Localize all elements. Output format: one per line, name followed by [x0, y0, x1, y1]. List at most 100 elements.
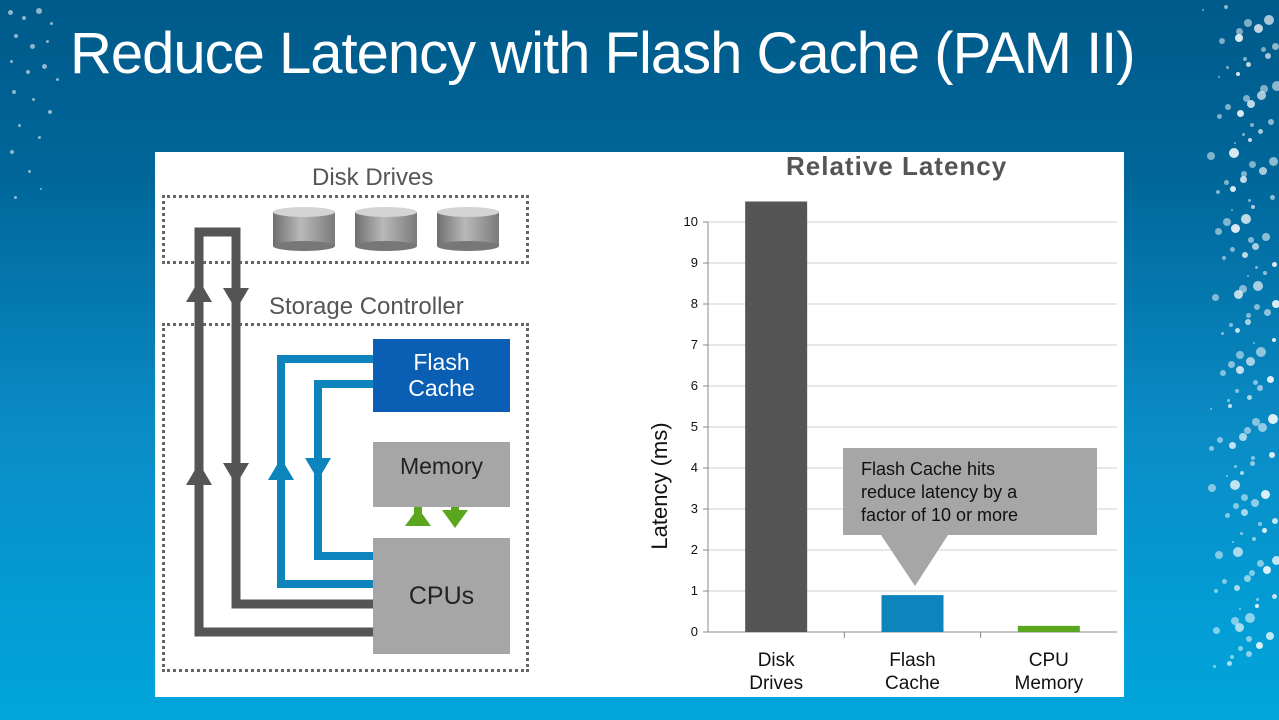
decor-dot [14, 34, 18, 38]
decor-dot [46, 40, 49, 43]
callout-line: Flash Cache hits [861, 459, 995, 479]
decor-dot [1240, 470, 1244, 475]
slide-title: Reduce Latency with Flash Cache (PAM II) [70, 21, 1136, 86]
storage-controller-box [162, 323, 529, 672]
y-tick-label: 0 [691, 624, 698, 639]
decor-dot [1256, 347, 1266, 357]
decor-dot [1215, 227, 1222, 235]
bar [881, 595, 944, 632]
decor-dot [1234, 142, 1236, 144]
decor-dot [1225, 512, 1230, 518]
decor-dot [1246, 636, 1252, 642]
decor-dot [1202, 9, 1204, 11]
y-tick-label: 9 [691, 255, 698, 270]
decor-dot [1253, 341, 1255, 344]
decor-dot [1262, 233, 1270, 241]
decor-dot [1252, 417, 1260, 426]
x-tick-label: Flash [889, 650, 935, 671]
decor-dot [1237, 109, 1244, 117]
decor-dot [1269, 451, 1275, 458]
x-tick-label: Disk [758, 650, 795, 671]
decor-dot [1248, 199, 1251, 202]
decor-dot [14, 196, 17, 199]
decor-dot [1254, 303, 1260, 310]
decor-dot [1247, 394, 1252, 400]
decor-dot [1227, 660, 1232, 666]
decor-dot [1239, 607, 1241, 610]
decor-dot [1241, 170, 1247, 177]
decor-dot [1231, 617, 1239, 625]
decor-dot [1272, 594, 1277, 599]
y-tick-label: 8 [691, 296, 698, 311]
decor-dot [1236, 71, 1240, 76]
decor-dot [1244, 18, 1252, 27]
decor-dot [1251, 455, 1255, 460]
decor-dot [1259, 166, 1267, 175]
decor-dot [1272, 299, 1279, 308]
decor-dot [1249, 569, 1255, 576]
decor-dot [1256, 641, 1263, 649]
decor-dot [1272, 337, 1276, 342]
decor-dot [1235, 328, 1240, 333]
right-dot-pattern [1184, 0, 1279, 720]
decor-dot [1257, 385, 1263, 391]
decor-dot [1251, 204, 1255, 209]
decor-dot [1258, 423, 1267, 432]
decor-dot [1256, 598, 1259, 601]
decor-dot [1225, 104, 1231, 110]
decor-dot [1266, 632, 1274, 640]
decor-dot [1215, 550, 1223, 559]
decor-dot [1268, 413, 1278, 424]
decor-dot [1257, 560, 1264, 567]
x-tick-label: Cache [885, 673, 940, 694]
decor-dot [1210, 408, 1212, 410]
decor-dot [8, 10, 13, 15]
decor-dot [1261, 47, 1266, 52]
path-arrows-green [405, 508, 468, 528]
decor-dot [1221, 332, 1224, 335]
decor-dot [42, 64, 47, 69]
decor-dot [1272, 518, 1278, 524]
decor-dot [12, 90, 16, 94]
cpus-label: CPUs [408, 582, 475, 610]
decor-dot [1252, 242, 1259, 250]
decor-dot [1244, 575, 1251, 582]
decor-dot [10, 150, 14, 154]
disk-icon [355, 207, 417, 251]
decor-dot [1246, 62, 1251, 67]
decor-dot [1250, 123, 1254, 127]
path-arrows-dark [186, 280, 249, 485]
decor-dot [1248, 237, 1254, 243]
decor-dot [1212, 294, 1219, 301]
y-axis-label: Latency (ms) [647, 422, 672, 549]
decor-dot [1235, 389, 1239, 393]
decor-dot [1253, 379, 1258, 385]
decor-dot [1251, 499, 1259, 507]
decor-dot [1247, 100, 1255, 108]
decor-dot [1227, 398, 1230, 402]
decor-dot [1264, 14, 1274, 25]
callout-bubble [843, 448, 1097, 586]
flash-cache-label-line2: Cache [408, 375, 475, 401]
decor-dot [1239, 284, 1247, 293]
decor-dot [1241, 493, 1248, 501]
decor-dot [1223, 218, 1231, 226]
decor-dot [1240, 176, 1247, 183]
decor-dot [1209, 446, 1214, 451]
decor-dot [1238, 645, 1243, 651]
decor-dot [1231, 208, 1233, 211]
callout-line: reduce latency by a [861, 482, 1018, 502]
decor-dot [1244, 427, 1251, 434]
decor-dot [30, 44, 35, 49]
x-tick-label: Memory [1015, 673, 1084, 694]
decor-dot [1236, 366, 1244, 374]
disk-data-path [194, 227, 373, 637]
decor-dot [1243, 94, 1250, 102]
decor-dot [1222, 579, 1227, 584]
y-tick-label: 6 [691, 378, 698, 393]
decor-dot [1272, 43, 1279, 50]
y-tick-label: 2 [691, 542, 698, 557]
memory-box: Memory [373, 442, 510, 507]
y-tick-label: 1 [691, 583, 698, 598]
